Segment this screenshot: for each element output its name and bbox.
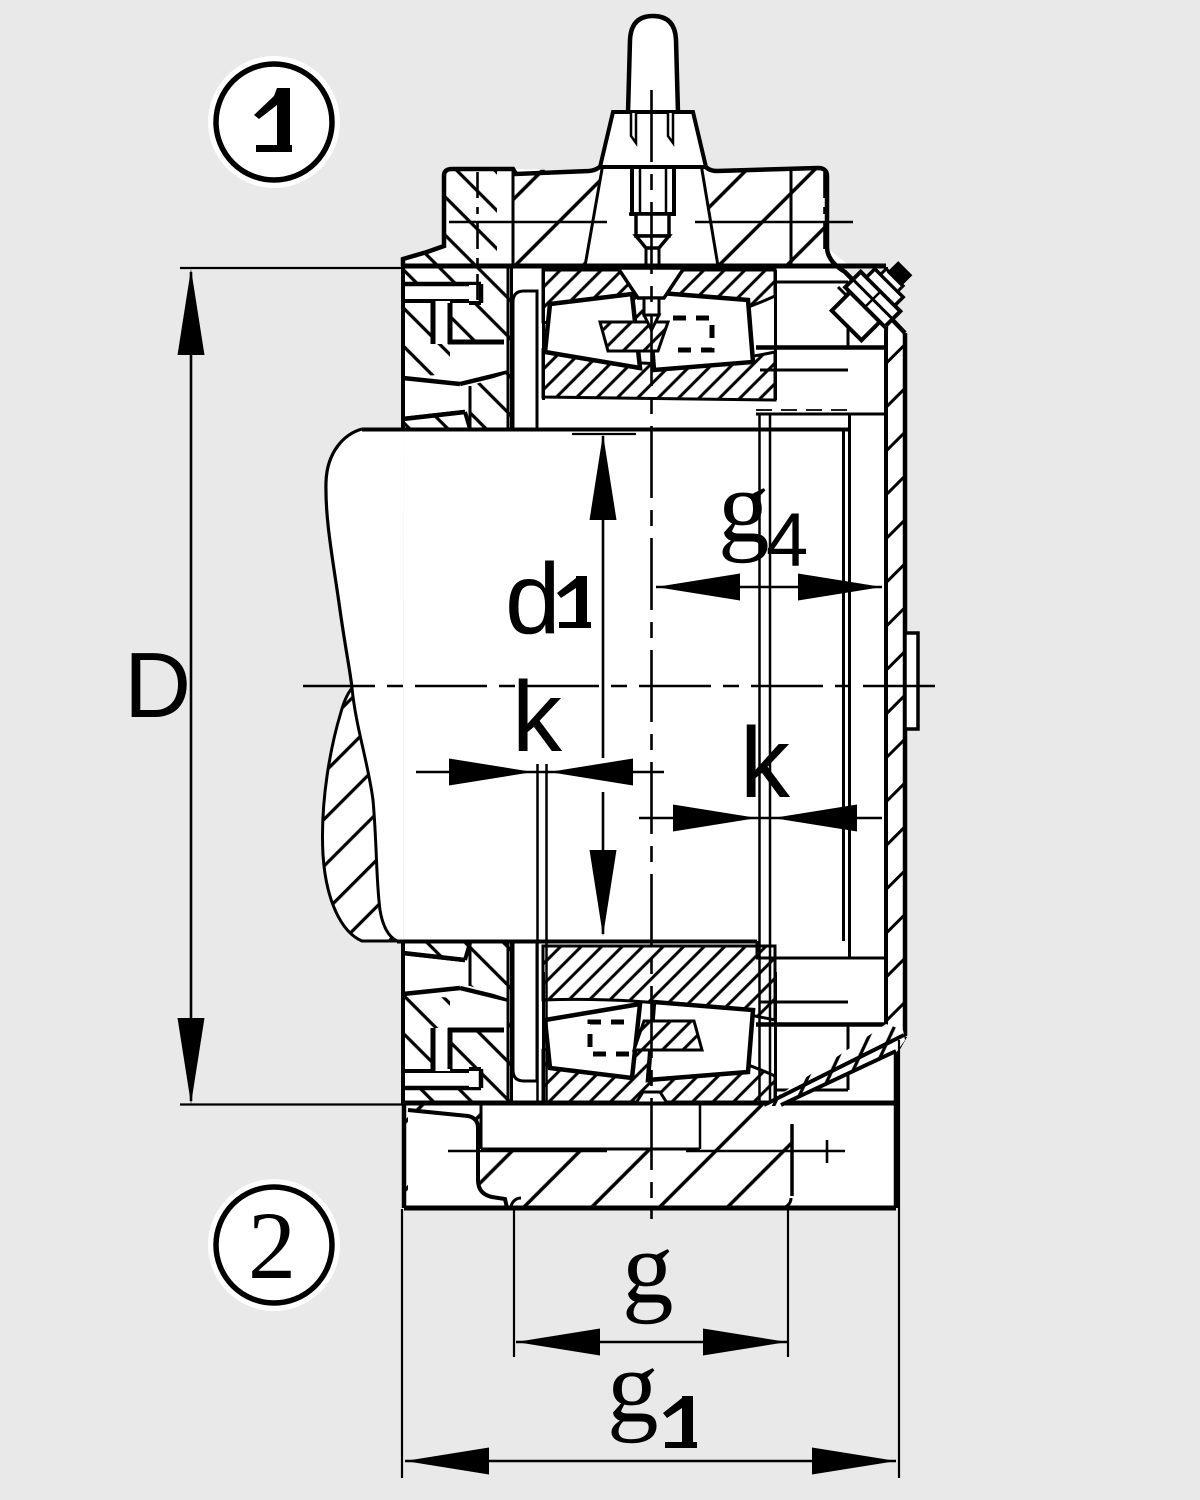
svg-text:4: 4 (766, 498, 808, 583)
svg-text:2: 2 (248, 1192, 296, 1299)
svg-text:g: g (718, 450, 770, 564)
svg-text:g: g (622, 1211, 674, 1325)
svg-text:g: g (607, 1330, 659, 1444)
svg-text:k: k (740, 707, 791, 819)
svg-text:k: k (512, 661, 563, 773)
svg-text:D: D (124, 633, 191, 737)
svg-text:d: d (505, 543, 561, 655)
